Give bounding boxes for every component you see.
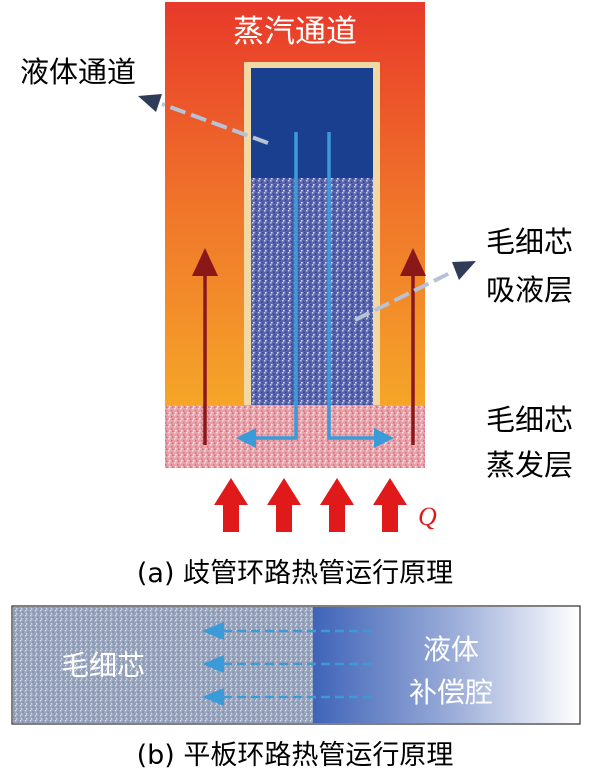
manifold-loop-heat-pipe: 蒸汽通道 液体通道 毛细芯 吸液层 毛细芯 蒸发层 Q (a) 歧管环路热管运行… <box>20 2 573 589</box>
flow-arrowhead-right <box>374 428 394 448</box>
reservoir-label-line2: 补偿腔 <box>409 676 493 709</box>
liquid-channel-leader <box>138 94 269 145</box>
heat-arrow-4 <box>373 478 407 532</box>
wick-evap-label-line1: 毛细芯 <box>486 403 573 437</box>
heat-arrow-3 <box>320 478 354 532</box>
caption-b: (b) 平板环路热管运行原理 <box>137 740 454 771</box>
vapor-channel-label: 蒸汽通道 <box>233 14 357 50</box>
wick-absorb-label-line2: 吸液层 <box>486 273 573 307</box>
vapor-flow-arrow-left <box>192 248 218 445</box>
liquid-flow-lines <box>252 132 378 440</box>
heat-input-arrows <box>214 478 407 532</box>
flat-plate-loop-heat-pipe: 毛细芯 液体 补偿腔 (b) 平板环路热管运行原理 <box>11 605 581 771</box>
liquid-channel-label: 液体通道 <box>20 55 136 89</box>
wick-evap-label-line2: 蒸发层 <box>486 448 573 482</box>
wick-absorbing-layer <box>251 178 373 405</box>
vapor-flow-arrow-right <box>400 248 426 445</box>
liquid-channel-region <box>251 68 373 178</box>
flat-plate-wick-region <box>13 607 313 723</box>
liquid-flow-arrowheads-b <box>202 622 224 706</box>
caption-a: (a) 歧管环路热管运行原理 <box>137 558 453 589</box>
heat-symbol-label: Q <box>418 502 437 531</box>
flat-wick-label: 毛细芯 <box>61 649 145 682</box>
wick-absorb-leader <box>354 261 476 322</box>
reservoir-label-line1: 液体 <box>423 633 479 666</box>
heat-arrow-2 <box>267 478 301 532</box>
heat-arrow-1 <box>214 478 248 532</box>
wick-absorb-label-line1: 毛细芯 <box>486 225 573 259</box>
liquid-flow-arrows-b <box>222 629 372 699</box>
flow-arrowhead-left <box>236 428 256 448</box>
